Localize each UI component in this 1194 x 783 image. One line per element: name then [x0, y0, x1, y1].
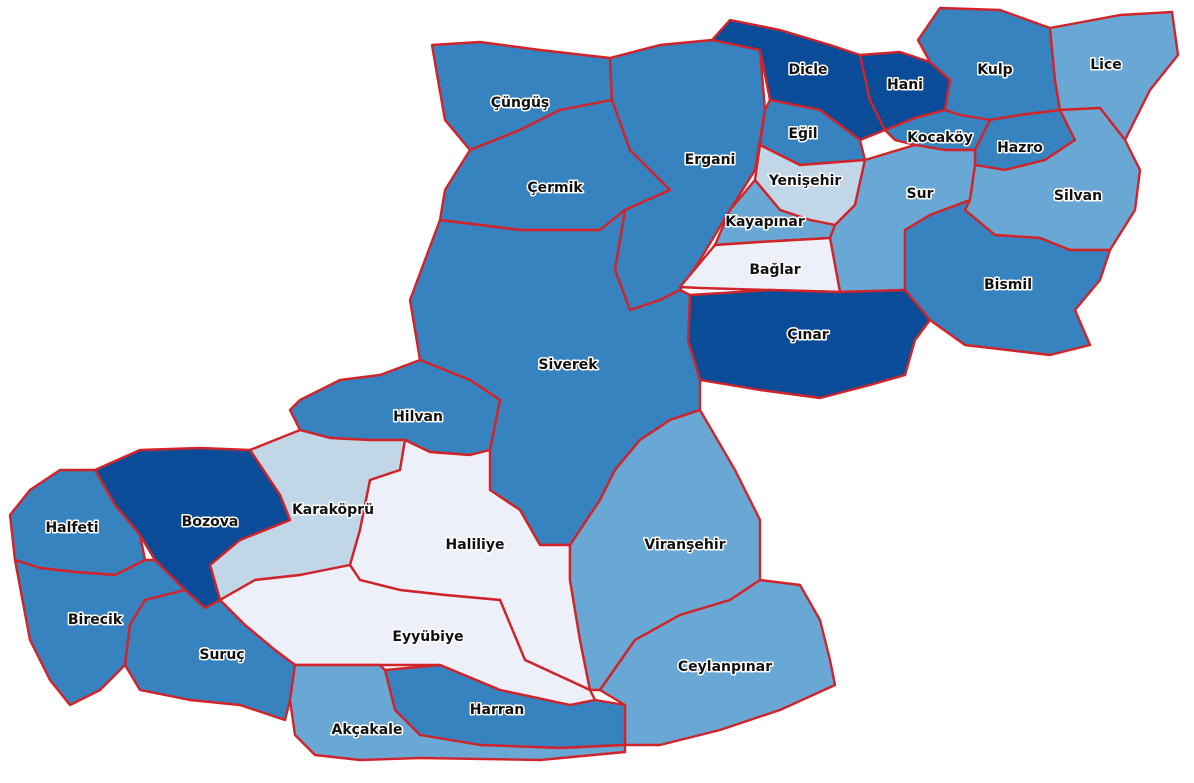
district-label-bismil: Bismil: [984, 277, 1032, 293]
district-cinar[interactable]: [686, 288, 932, 400]
district-label-cinar: Çınar: [787, 327, 828, 343]
district-label-birecik: Birecik: [68, 612, 123, 628]
district-label-siverek: Siverek: [538, 357, 598, 373]
district-label-karakopru: Karaköprü: [292, 502, 374, 518]
district-label-yenisehir: Yenişehir: [768, 173, 842, 189]
district-label-kocakoy: Kocaköy: [907, 130, 973, 146]
district-ceylanpinar[interactable]: [598, 578, 837, 747]
district-label-ceylanpinar: Ceylanpınar: [678, 659, 772, 675]
district-label-cungus: Çüngüş: [491, 95, 550, 111]
district-label-sur: Sur: [907, 186, 934, 202]
district-bozova[interactable]: [93, 446, 292, 610]
district-label-silvan: Silvan: [1054, 188, 1102, 204]
district-label-viransehir: Viranşehir: [644, 537, 725, 553]
district-label-kulp: Kulp: [977, 62, 1012, 78]
district-label-suruc: Suruç: [199, 647, 244, 663]
district-label-harran: Harran: [470, 702, 524, 718]
district-label-cermik: Çermik: [527, 180, 583, 196]
district-ergani[interactable]: [608, 38, 767, 312]
district-label-hazro: Hazro: [997, 140, 1043, 156]
district-label-hani: Hani: [887, 77, 923, 93]
district-label-kayapinar: Kayapınar: [725, 214, 805, 230]
district-label-bozova: Bozova: [182, 514, 239, 530]
districts-layer: [8, 6, 1180, 762]
district-label-eyyubiye: Eyyübiye: [392, 629, 463, 645]
district-label-baglar: Bağlar: [749, 262, 800, 278]
district-akcakale[interactable]: [288, 663, 627, 762]
district-label-haliliye: Haliliye: [446, 537, 505, 553]
district-label-lice: Lice: [1090, 57, 1122, 73]
district-label-dicle: Dicle: [788, 62, 827, 78]
district-label-hilvan: Hilvan: [393, 409, 443, 425]
district-label-ergani: Ergani: [685, 152, 736, 168]
district-label-egil: Eğil: [788, 126, 817, 142]
district-label-akcakale: Akçakale: [332, 722, 403, 738]
district-label-halfeti: Halfeti: [45, 520, 98, 536]
